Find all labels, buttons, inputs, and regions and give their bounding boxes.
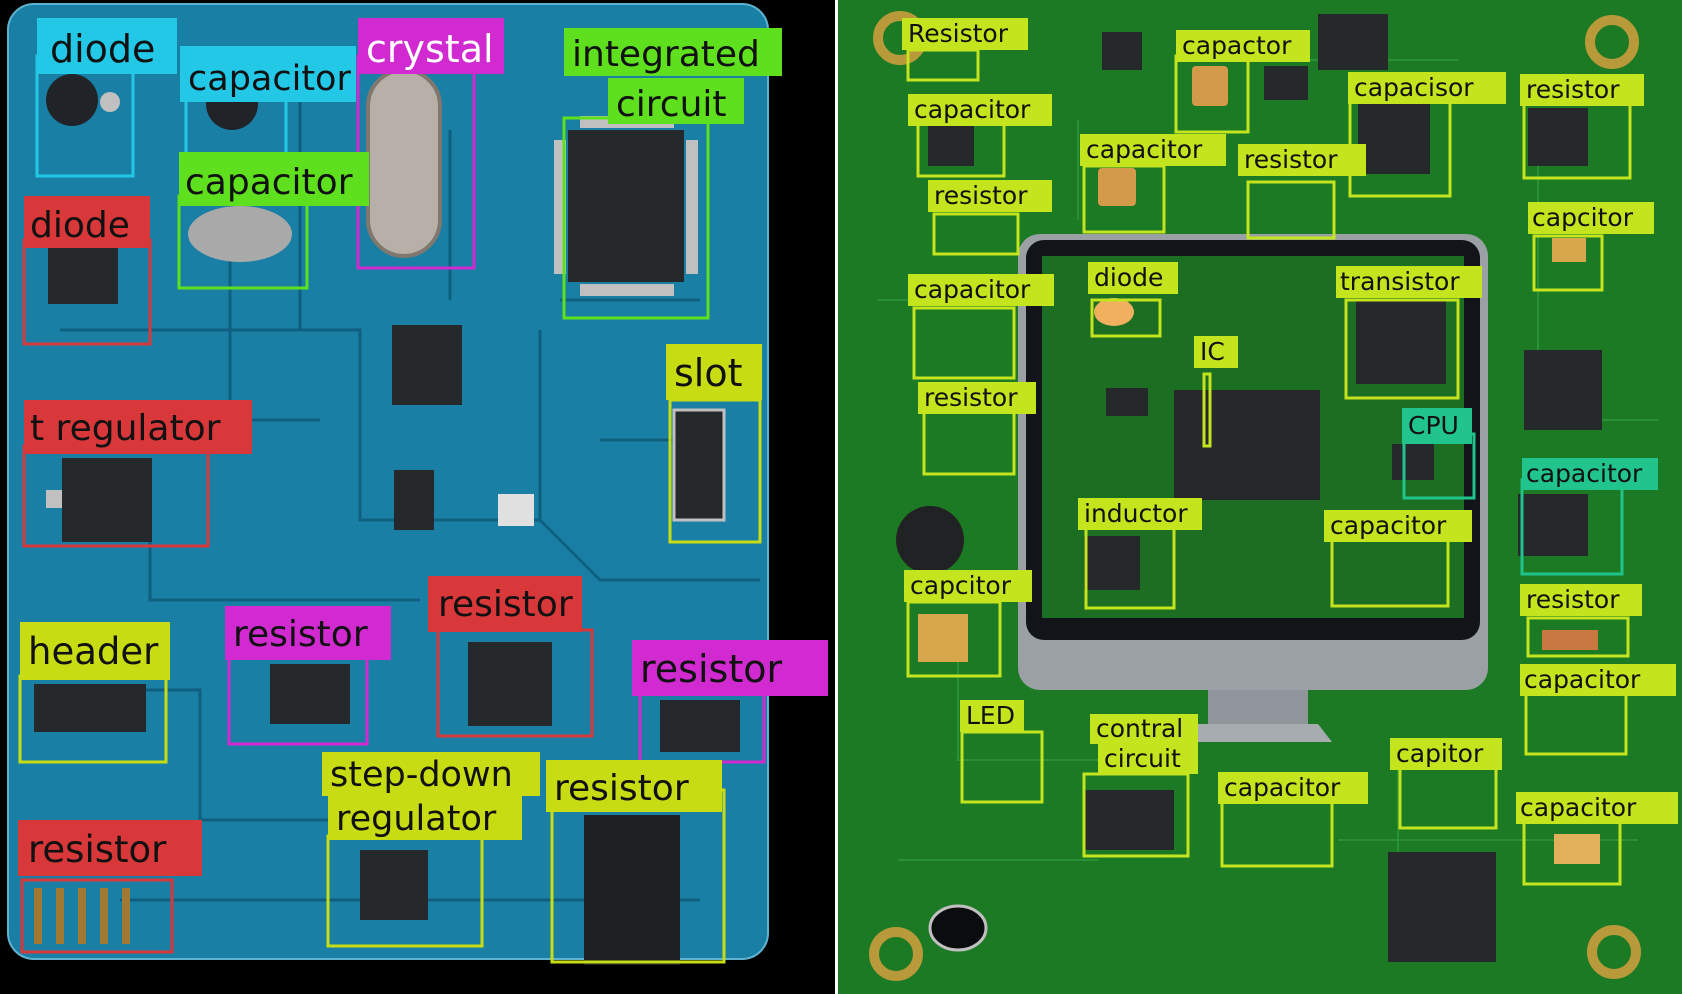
- label-resistor-r3: resistor: [934, 181, 1028, 210]
- label-circuit: circuit: [616, 84, 727, 125]
- label-diode: diode: [1094, 263, 1163, 292]
- green-components: [928, 14, 1602, 962]
- label-integrated: integrated: [572, 34, 760, 75]
- label-resistor-r4: resistor: [924, 383, 1018, 412]
- label-capcitor-r2: capcitor: [910, 571, 1012, 600]
- label-capacitor-1: capacitor: [188, 59, 351, 99]
- label-capacitor-teal: capacitor: [1526, 459, 1643, 488]
- label-capacitor-r4: capacitor: [1330, 511, 1447, 540]
- label-capcitor-r1: capcitor: [1532, 203, 1634, 232]
- blue-pcb-image: diode capacitor crystal integrated circu…: [7, 3, 828, 965]
- label-contral: contral: [1096, 714, 1183, 743]
- label-resistor-red-2: resistor: [28, 828, 167, 871]
- label-circuit-green: circuit: [1104, 744, 1181, 773]
- label-resistor-r1: resistor: [1526, 75, 1620, 104]
- label-IC: IC: [1200, 337, 1225, 366]
- label-resistor-yellow: resistor: [554, 768, 689, 809]
- label-capacitor-r1: capacitor: [914, 95, 1031, 124]
- green-pcb-image: Resistor capactor capacitor capacisor re…: [838, 0, 1682, 994]
- label-t-regulator: t regulator: [30, 408, 221, 449]
- label-capacitor-r7: capacitor: [1520, 793, 1637, 822]
- label-capacitor-r2: capacitor: [1086, 135, 1203, 164]
- label-transistor: transistor: [1340, 267, 1460, 296]
- green-pcb-panel: Resistor capactor capacitor capacisor re…: [838, 0, 1682, 994]
- green-bounding-boxes: [906, 48, 1632, 886]
- label-regulator: regulator: [336, 799, 497, 839]
- left-labels: diode capacitor crystal integrated circu…: [18, 18, 828, 876]
- label-slot: slot: [674, 351, 743, 395]
- label-capacitor-2: capacitor: [185, 162, 353, 203]
- label-capacitor-r3: capacitor: [914, 275, 1031, 304]
- label-resistor-red-1: resistor: [438, 584, 573, 625]
- label-CPU: CPU: [1408, 411, 1459, 440]
- label-diode-2: diode: [30, 205, 130, 246]
- label-inductor: inductor: [1084, 499, 1188, 528]
- label-capacitor-r6: capacitor: [1224, 773, 1341, 802]
- label-crystal: crystal: [366, 27, 494, 71]
- components: [34, 68, 740, 965]
- label-Resistor: Resistor: [908, 19, 1009, 48]
- label-capacisor: capacisor: [1354, 73, 1474, 102]
- label-header: header: [28, 630, 159, 673]
- label-capitor: capitor: [1396, 739, 1484, 768]
- label-resistor-r5: resistor: [1526, 585, 1620, 614]
- label-LED: LED: [966, 701, 1015, 730]
- label-resistor-r2: resistor: [1244, 145, 1338, 174]
- label-diode-1: diode: [50, 27, 155, 71]
- label-step-down: step-down: [330, 755, 513, 795]
- right-labels: Resistor capactor capacitor capacisor re…: [902, 18, 1678, 824]
- label-resistor-magenta-1: resistor: [233, 614, 368, 655]
- label-resistor-magenta-2: resistor: [640, 647, 782, 691]
- label-capacitor-r5: capacitor: [1524, 665, 1641, 694]
- blue-pcb-panel: diode capacitor crystal integrated circu…: [0, 0, 835, 994]
- green-passives: [896, 66, 1600, 952]
- label-capactor: capactor: [1182, 31, 1292, 60]
